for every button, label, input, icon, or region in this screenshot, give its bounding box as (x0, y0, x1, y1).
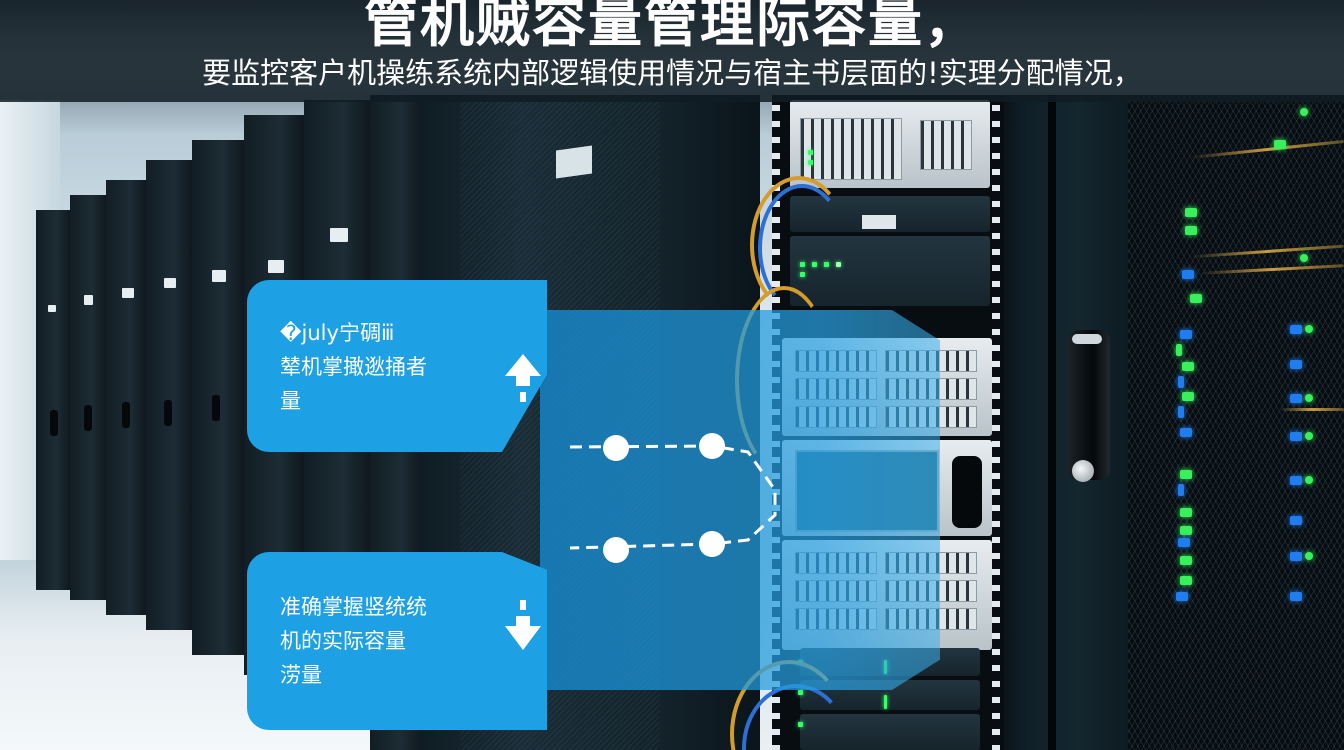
arrow-down-icon (505, 600, 541, 650)
door-seam (1048, 95, 1056, 750)
connector-node (603, 537, 629, 563)
perforated-door (1128, 95, 1344, 750)
door-handle (1068, 330, 1110, 480)
callout-text: 准确掌握竖统统 机的实际容量 涝量 (280, 595, 427, 687)
callout-text: �july宁碉ⅲ 辇机掌撖逖捅者 量 (280, 321, 427, 413)
page-title: 管机贼容量管理际容量， (364, 0, 980, 54)
lock-icon (1072, 460, 1094, 482)
connector-node (603, 435, 629, 461)
rack-rail-right (992, 95, 1000, 750)
connector-node (699, 531, 725, 557)
overlay-panel (540, 310, 940, 690)
callout-actual-capacity: 准确掌握竖统统 机的实际容量 涝量 (247, 552, 547, 730)
door-handle-grip (1072, 334, 1102, 344)
page-subtitle: 要监控客户机操练系统内部逻辑使用情况与宿主书层面的!实理分配情况， (202, 56, 1142, 90)
callout-guest-os: �july宁碉ⅲ 辇机掌撖逖捅者 量 (247, 280, 547, 452)
arrow-up-icon (505, 354, 541, 402)
connector-node (699, 433, 725, 459)
header-band: 管机贼容量管理际容量， 要监控客户机操练系统内部逻辑使用情况与宿主书层面的!实理… (0, 0, 1344, 102)
